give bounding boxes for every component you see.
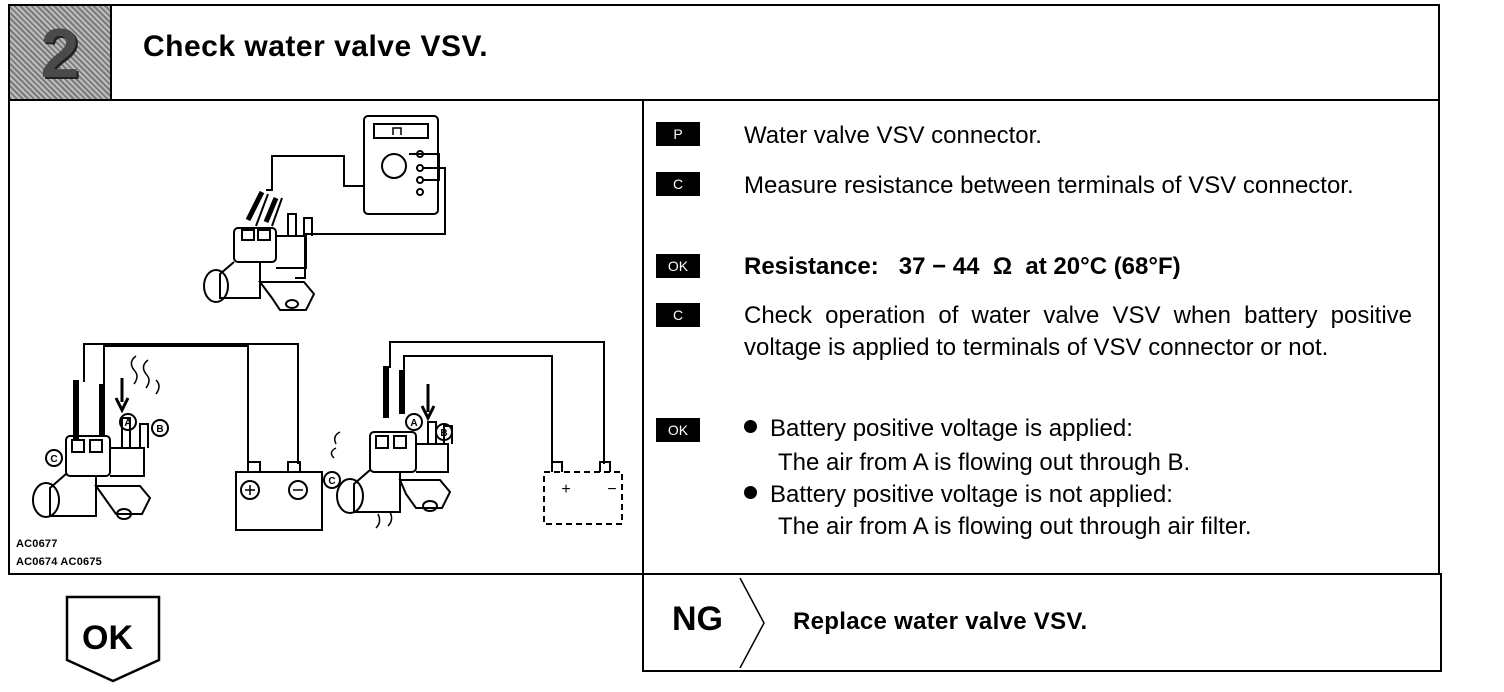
ng-action: Replace water valve VSV.	[793, 608, 1088, 635]
step-tag-ok: OK	[656, 418, 700, 442]
column-divider	[642, 100, 644, 672]
bullet-detail: The air from A is flowing out through ai…	[778, 513, 1252, 540]
bullet-detail: The air from A is flowing out through B.	[778, 449, 1191, 476]
ok-label: OK	[82, 619, 133, 657]
label-b-right: B	[440, 428, 447, 439]
step-number: 2	[40, 13, 80, 92]
vsv-valve-top-icon	[203, 190, 316, 311]
label-a-left: A	[124, 418, 131, 429]
vsv-test-illustration: A B C A B C + −	[32, 115, 623, 531]
resistance-spec: Resistance: 37 − 44 Ω at 20°C (68°F)	[744, 253, 1181, 280]
step-tag-ok: OK	[656, 254, 700, 278]
step-number-badge: 2	[10, 6, 112, 99]
ok-result-arrow-icon	[65, 595, 161, 683]
label-c-right: C	[328, 476, 335, 487]
label-c-left: C	[50, 454, 57, 465]
ng-label: NG	[672, 600, 723, 638]
step-text: Check operation of water valve VSV when …	[744, 302, 1412, 361]
figure-ref-code: AC0674 AC0675	[16, 556, 102, 568]
ohmmeter-icon	[266, 115, 446, 279]
step-text: Water valve VSV connector.	[744, 122, 1042, 149]
ng-result-box	[642, 573, 1442, 672]
vsv-valve-energized-icon	[32, 343, 323, 531]
header	[8, 4, 1440, 101]
step-tag-prepare: P	[656, 122, 700, 146]
label-a-right: A	[410, 418, 417, 429]
step-tag-check: C	[656, 172, 700, 196]
bullet-item: Battery positive voltage is applied:	[744, 413, 1133, 445]
step-text: Measure resistance between terminals of …	[744, 172, 1354, 199]
battery-plus-right: +	[561, 481, 570, 498]
bullet-item: Battery positive voltage is not applied:	[744, 479, 1173, 511]
step-tag-check: C	[656, 303, 700, 327]
battery-minus-right: −	[607, 481, 616, 498]
chevron-right-icon	[739, 578, 765, 668]
figure-ref-code: AC0677	[16, 538, 58, 550]
bullet-heading: Battery positive voltage is applied:	[770, 415, 1133, 442]
vsv-valve-deenergized-icon	[323, 341, 623, 529]
label-b-left: B	[156, 424, 163, 435]
page-title: Check water valve VSV.	[143, 30, 489, 63]
bullet-heading: Battery positive voltage is not applied:	[770, 481, 1173, 508]
